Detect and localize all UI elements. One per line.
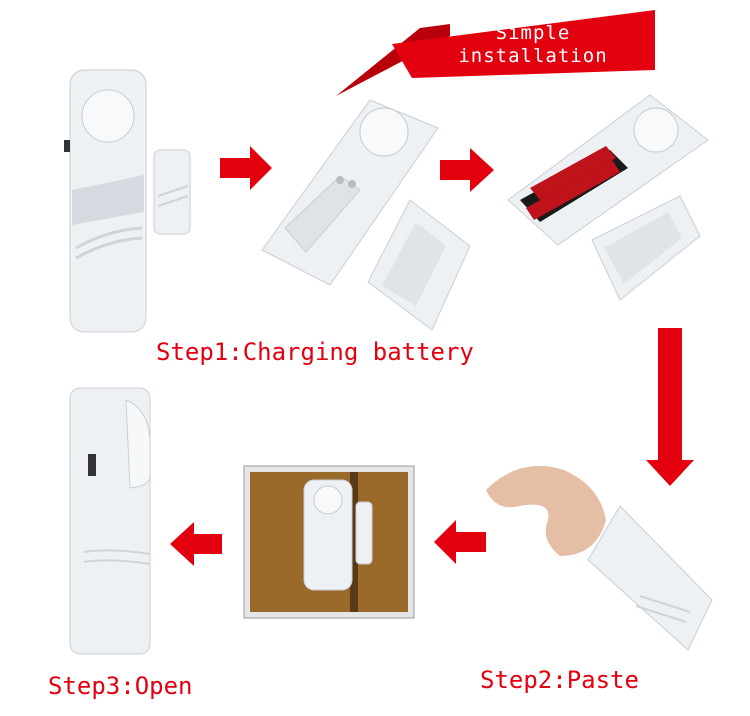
step2-label: Step2:Paste <box>480 666 639 694</box>
step1-label: Step1:Charging battery <box>156 338 474 366</box>
banner-line-1: Simple <box>495 22 571 44</box>
banner-line-2: installation <box>458 45 608 67</box>
banner-title: Simple installation <box>453 22 613 68</box>
step3-label: Step3:Open <box>48 672 193 700</box>
